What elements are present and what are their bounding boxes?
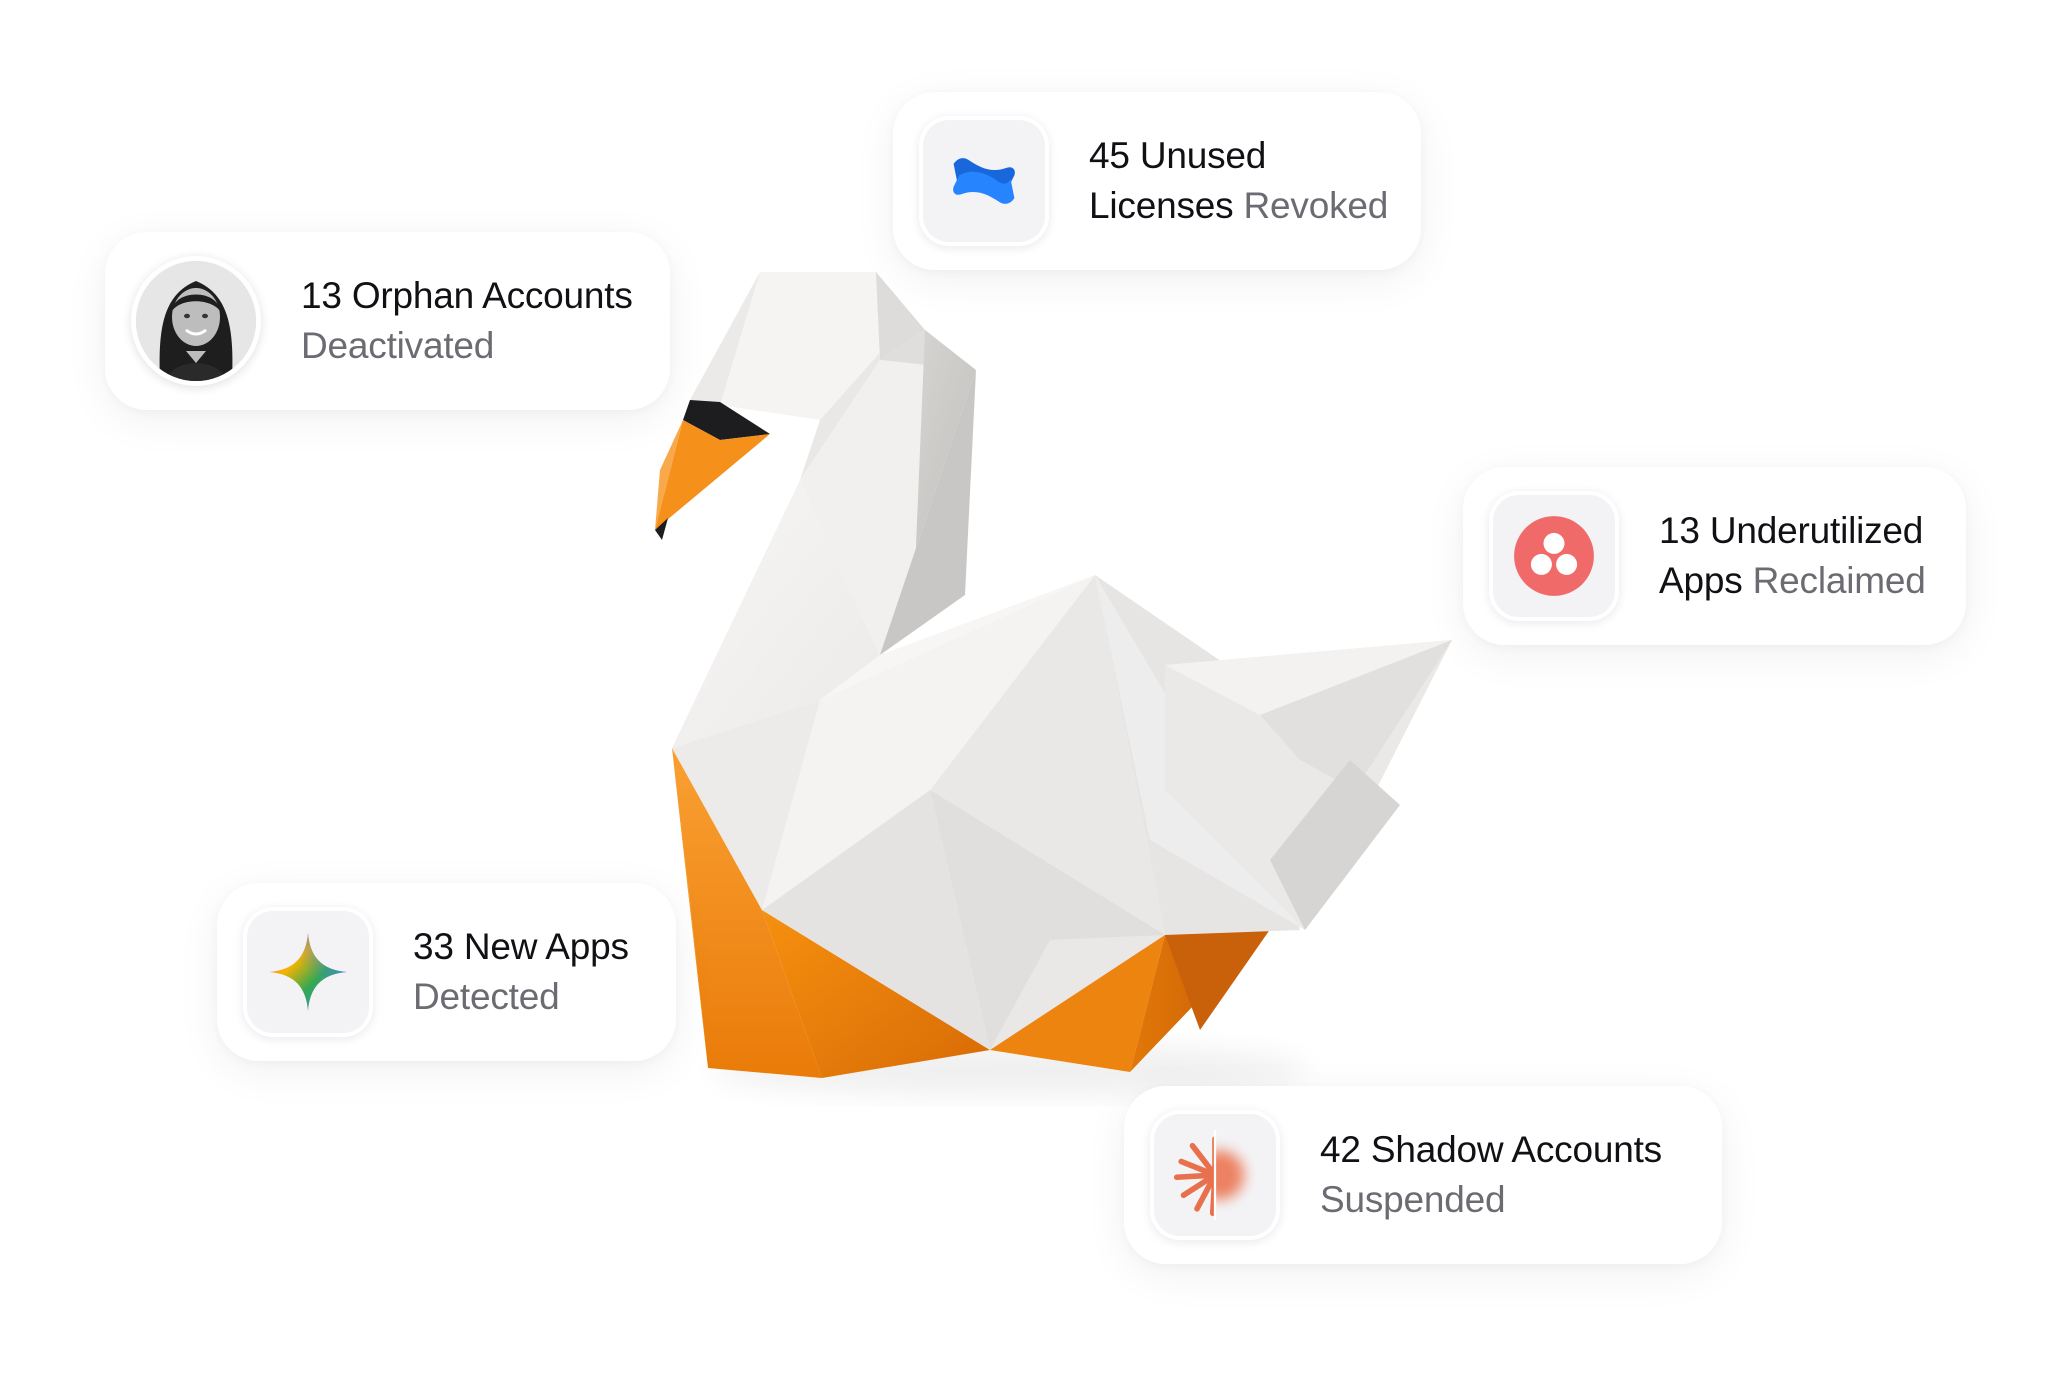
card-new-apps: 33 New Apps Detected [217, 883, 676, 1061]
card-title: 45 Unused [1089, 135, 1267, 176]
card-title: 13 Underutilized [1659, 510, 1924, 551]
card-text: 13 Orphan Accounts Deactivated [301, 271, 633, 371]
card-status: Suspended [1320, 1179, 1506, 1220]
card-title: 33 New Apps [413, 926, 629, 967]
card-status-line: Apps Reclaimed [1659, 556, 1926, 606]
card-text: 45 Unused Licenses Revoked [1089, 131, 1388, 231]
user-avatar-icon [131, 256, 261, 386]
card-status: Reclaimed [1752, 560, 1926, 601]
card-title: 42 Shadow Accounts [1320, 1129, 1662, 1170]
card-text: 42 Shadow Accounts Suspended [1320, 1125, 1662, 1225]
card-status-line: Detected [413, 972, 629, 1022]
card-status: Deactivated [301, 325, 495, 366]
card-status-line: Deactivated [301, 321, 633, 371]
claude-starburst-icon [1150, 1110, 1280, 1240]
card-subject: Licenses [1089, 185, 1234, 226]
card-status: Detected [413, 976, 560, 1017]
card-status: Revoked [1243, 185, 1389, 226]
gemini-sparkle-icon [243, 907, 373, 1037]
card-subject: Apps [1659, 560, 1743, 601]
card-unused-licenses: 45 Unused Licenses Revoked [893, 92, 1421, 270]
card-text: 33 New Apps Detected [413, 922, 629, 1022]
card-shadow-accounts: 42 Shadow Accounts Suspended [1124, 1086, 1722, 1264]
card-title: 13 Orphan Accounts [301, 275, 633, 316]
confluence-logo-icon [919, 116, 1049, 246]
card-status-line: Licenses Revoked [1089, 181, 1388, 231]
card-underutilized-apps: 13 Underutilized Apps Reclaimed [1463, 467, 1966, 645]
asana-logo-icon [1489, 491, 1619, 621]
card-status-line: Suspended [1320, 1175, 1662, 1225]
card-text: 13 Underutilized Apps Reclaimed [1659, 506, 1926, 606]
card-orphan-accounts: 13 Orphan Accounts Deactivated [105, 232, 670, 410]
